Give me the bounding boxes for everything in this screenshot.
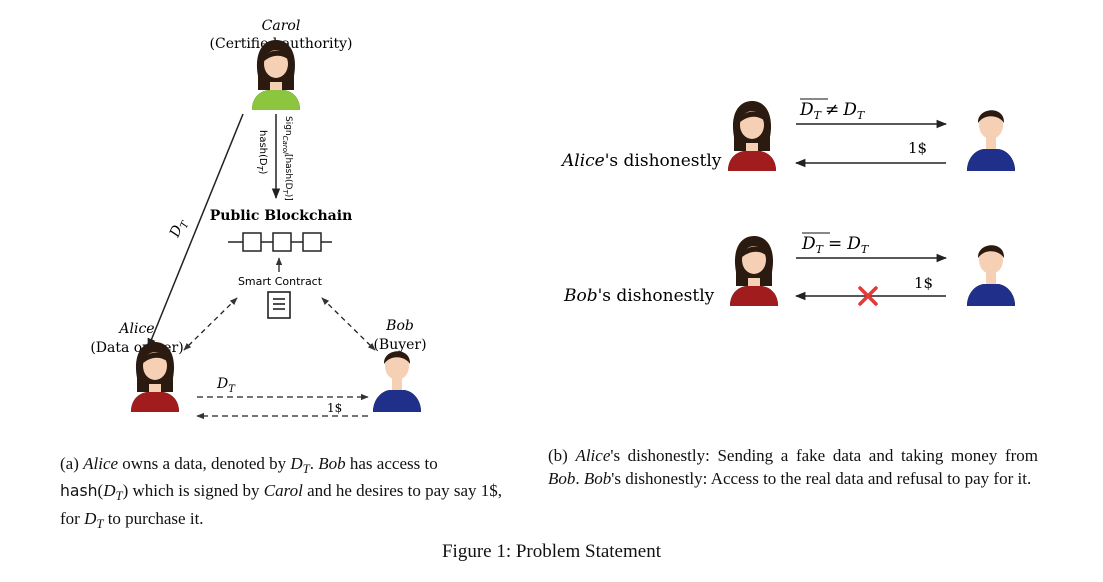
bottom-dt-label: DT: [216, 376, 236, 395]
blockchain-icon: [228, 232, 332, 252]
row1-alice-avatar-icon: [728, 101, 776, 171]
bottom-pay-label: 1$: [327, 401, 342, 415]
carol-avatar-icon: [252, 40, 300, 110]
caption-a: (a) Alice owns a data, denoted by DT. Bo…: [60, 454, 503, 531]
bob-role: (Buyer): [373, 337, 426, 353]
row2-top-label: DT=DT: [801, 234, 870, 256]
hash-label: hash(DT): [255, 130, 268, 175]
row1-bob-avatar-icon: [967, 110, 1015, 171]
row2-label: Bob's dishonestly: [563, 286, 715, 306]
caption-b: (b) Alice's dishonestly: Sending a fake …: [548, 446, 1038, 488]
row2-alice-avatar-icon: [730, 236, 778, 306]
contract-bob-dashed-arrow: [321, 297, 376, 351]
carol-name: Carol: [262, 18, 301, 34]
row1-label: Alice's dishonestly: [560, 151, 722, 171]
bob-avatar-icon: [373, 351, 421, 412]
contract-alice-dashed-arrow: [183, 297, 238, 351]
row2-bob-avatar-icon: [967, 245, 1015, 306]
diag-dt-label: DT: [167, 216, 192, 242]
row2-pay-label: 1$: [914, 274, 933, 292]
row1-pay-label: 1$: [908, 139, 927, 157]
sign-label: SignCarol[hash(DT)]: [281, 116, 293, 201]
refusal-cross-icon: [858, 286, 878, 306]
row1-top-label: DT≠DT: [799, 100, 866, 122]
smart-contract-label: Smart Contract: [238, 275, 323, 288]
figure-title: Figure 1: Problem Statement: [441, 541, 661, 562]
blockchain-title: Public Blockchain: [210, 208, 353, 224]
bob-name: Bob: [385, 318, 414, 334]
alice-name: Alice: [117, 321, 154, 337]
contract-document-icon: [267, 291, 291, 319]
alice-avatar-icon: [131, 342, 179, 412]
carol-to-alice-arrow: [147, 113, 244, 349]
